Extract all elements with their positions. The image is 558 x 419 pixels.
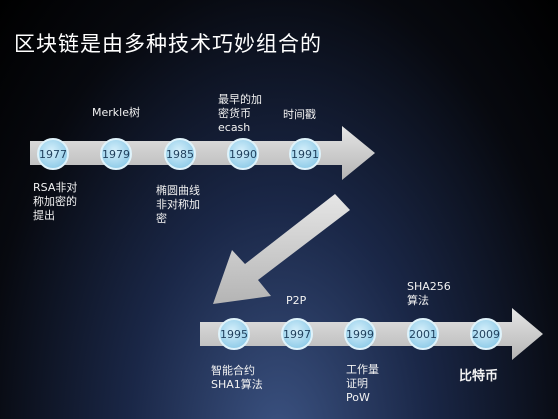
label-pow: 工作量 证明 PoW [346,363,379,404]
year-label-1997: 1997 [283,328,311,341]
year-node-1979: 1979 [100,138,132,170]
label-rsa: RSA非对 称加密的 提出 [33,181,78,222]
year-label-1990: 1990 [229,148,257,161]
label-smart-contract: 智能合约 SHA1算法 [211,364,263,391]
year-label-1979: 1979 [102,148,130,161]
label-merkle-tree: Merkle树 [92,106,140,119]
year-node-1977: 1977 [37,138,69,170]
label-sha256: SHA256 算法 [407,280,451,307]
label-ecc: 椭圆曲线 非对称加 密 [156,184,200,225]
year-node-1985: 1985 [164,138,196,170]
label-p2p: P2P [286,294,307,307]
year-node-2001: 2001 [407,318,439,350]
year-label-2001: 2001 [409,328,437,341]
year-label-1995: 1995 [220,328,248,341]
year-node-1999: 1999 [344,318,376,350]
label-ecash: 最早的加 密货币 ecash [218,93,262,134]
year-node-1995: 1995 [218,318,250,350]
label-bitcoin: 比特币 [459,369,499,384]
label-timestamp: 时间戳 [283,108,316,121]
year-label-2009: 2009 [472,328,500,341]
year-node-1990: 1990 [227,138,259,170]
year-label-1991: 1991 [291,148,319,161]
connector-arrow [213,194,350,304]
year-node-2009: 2009 [470,318,502,350]
page-title: 区块链是由多种技术巧妙组合的 [14,32,322,56]
year-label-1985: 1985 [166,148,194,161]
year-node-1997: 1997 [281,318,313,350]
top-timeline-arrow [30,126,375,180]
year-node-1991: 1991 [289,138,321,170]
year-label-1999: 1999 [346,328,374,341]
year-label-1977: 1977 [39,148,67,161]
